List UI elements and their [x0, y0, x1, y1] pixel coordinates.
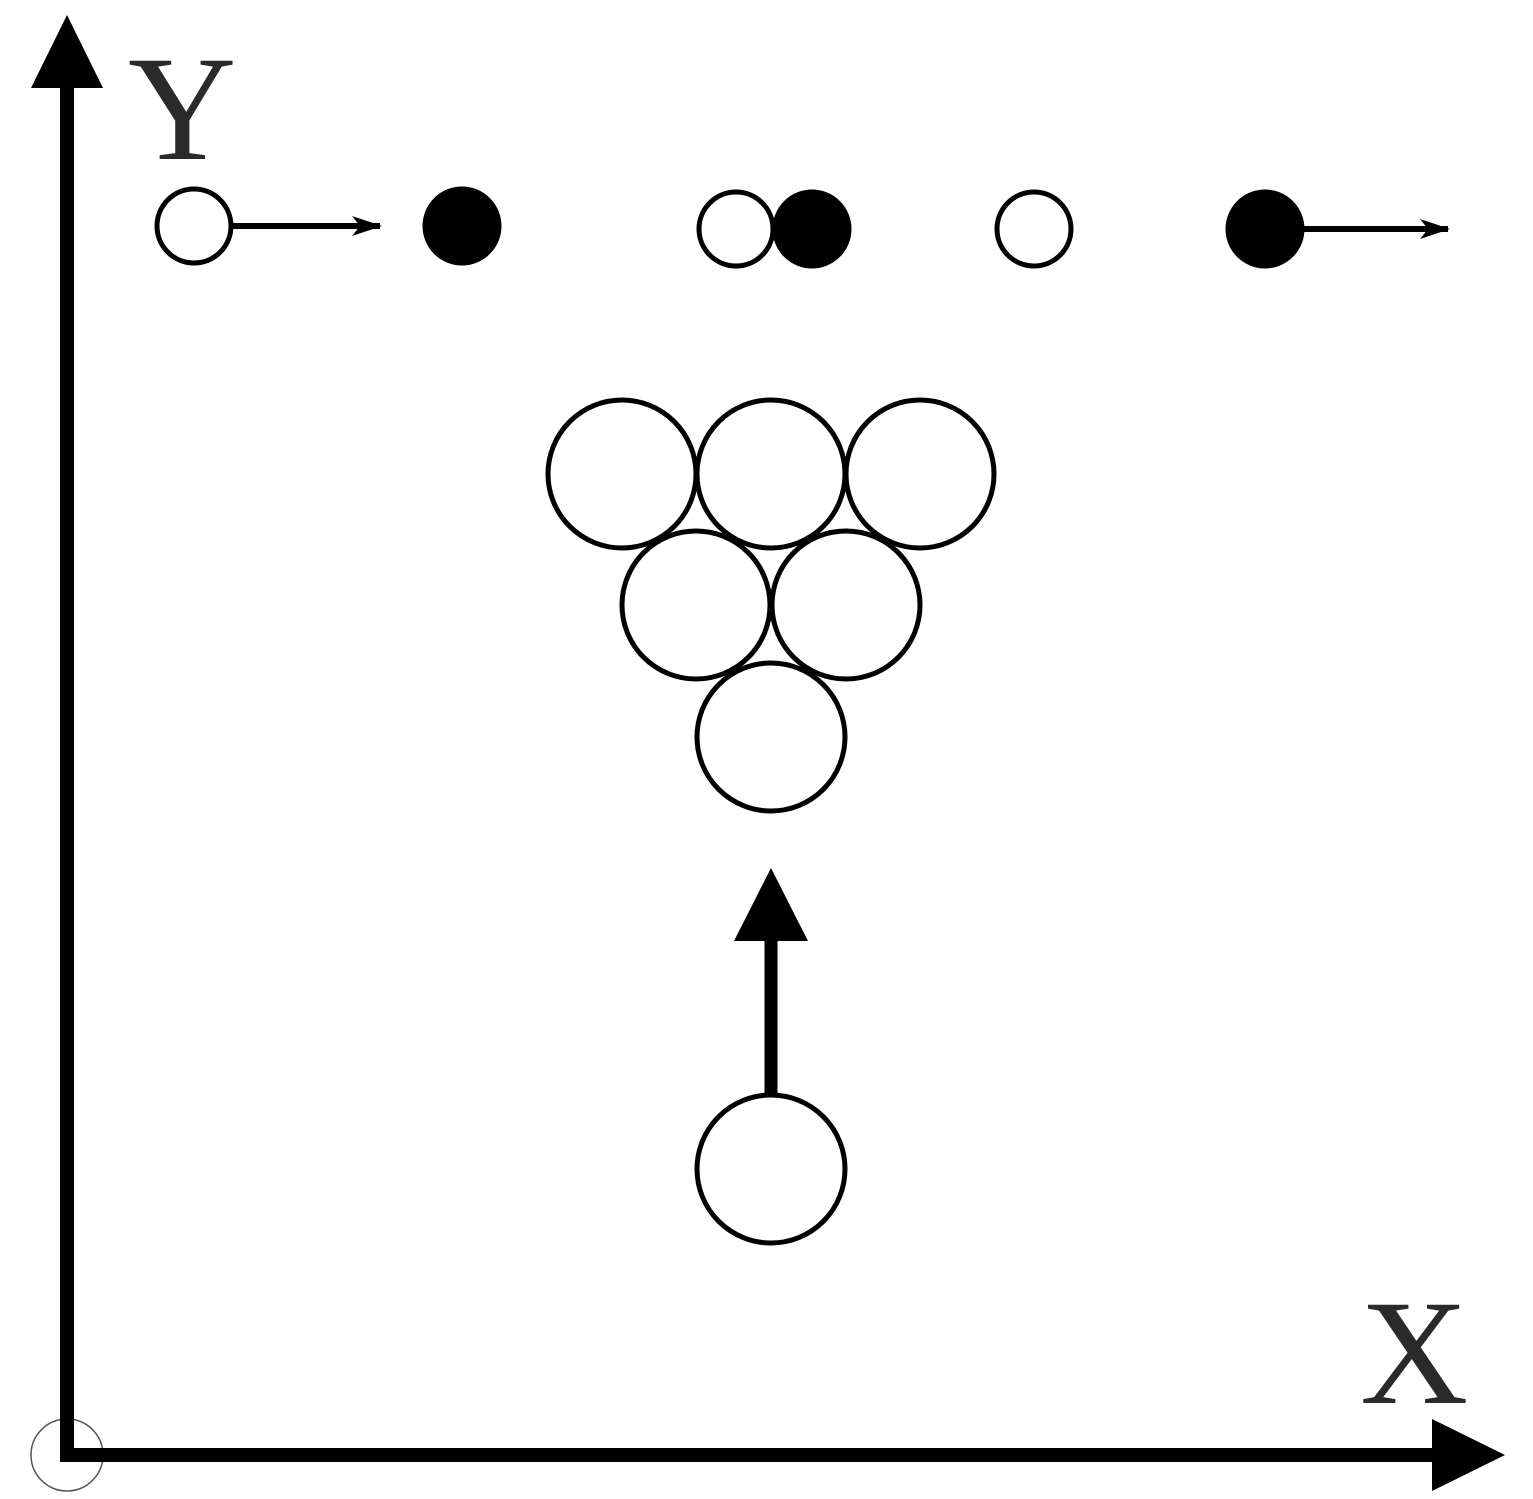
y-axis-arrowhead — [31, 15, 103, 88]
trajectory-ball-1 — [154, 186, 234, 266]
trajectory-ball-4 — [772, 189, 852, 269]
rack-ball-row3-a — [694, 660, 848, 814]
trajectory-ball-3 — [696, 189, 776, 269]
rack-ball-row1-a — [545, 397, 699, 551]
trajectory-ball-2 — [422, 186, 502, 266]
trajectory-ball-5 — [994, 189, 1074, 269]
x-axis-arrowhead — [1432, 1419, 1505, 1491]
rack-ball-row1-b — [694, 397, 848, 551]
x-axis-label: X — [1360, 1270, 1469, 1436]
rack-ball-row2-b — [769, 528, 923, 682]
cue-ball-arrowhead — [734, 868, 808, 941]
rack-ball-row1-c — [843, 397, 997, 551]
y-axis-label: Y — [128, 26, 237, 192]
trajectory-ball-6 — [1225, 189, 1305, 269]
rack-ball-row2-a — [619, 528, 773, 682]
cue-ball — [694, 1092, 848, 1246]
